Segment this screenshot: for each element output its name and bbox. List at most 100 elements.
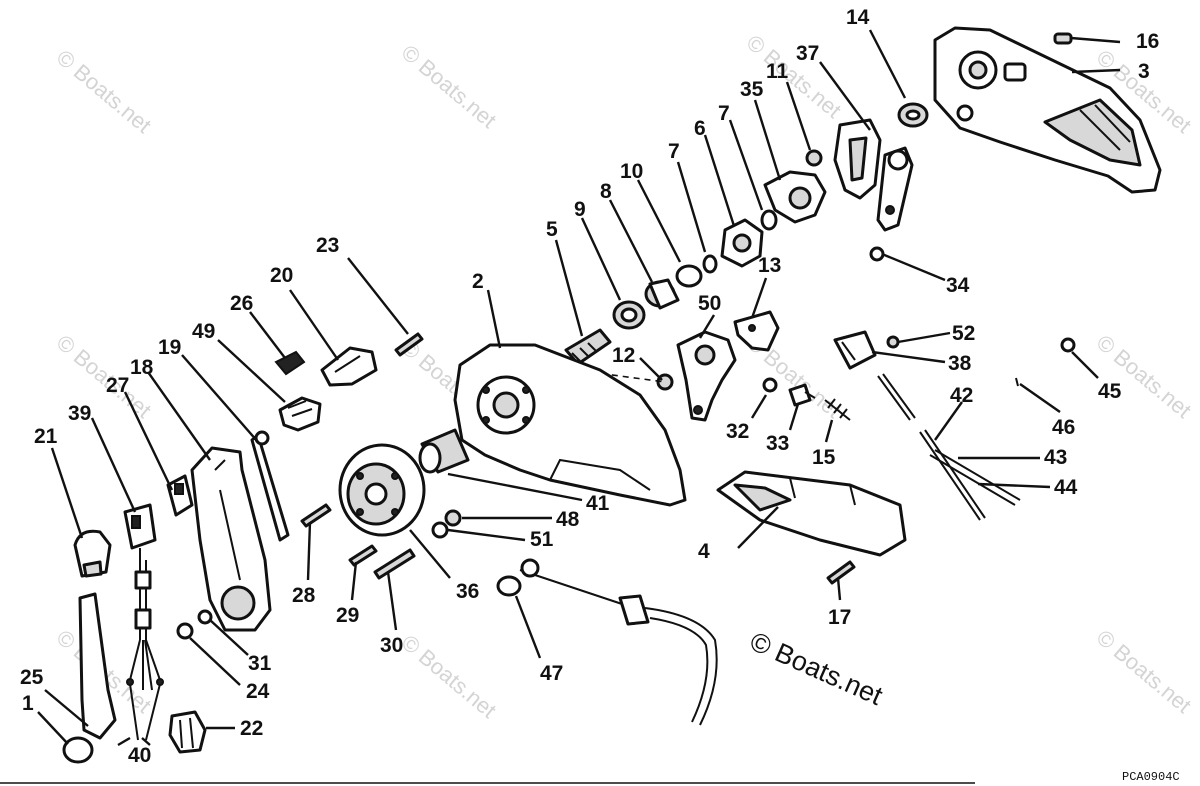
callout-30: 30: [380, 634, 403, 657]
sleeve-41: [418, 428, 470, 474]
screw-23: [394, 332, 424, 357]
callout-14: 14: [846, 6, 870, 29]
screw-30: [373, 548, 416, 580]
callout-12: 12: [612, 344, 635, 367]
callout-37: 37: [796, 42, 819, 65]
callout-38: 38: [948, 352, 972, 375]
gear-hub-6: [720, 218, 764, 268]
callout-25: 25: [20, 666, 44, 689]
rear-cover-housing: [933, 26, 1162, 194]
callout-39: 39: [68, 402, 91, 425]
retaining-ring-7b: [702, 254, 718, 274]
callout-41: 41: [586, 492, 610, 515]
cam-plate-35: [763, 170, 827, 224]
callout-27: 27: [106, 374, 129, 397]
callout-23: 23: [316, 234, 339, 257]
switch-38: [833, 330, 877, 370]
screw-29: [348, 544, 378, 567]
callout-44: 44: [1054, 476, 1078, 499]
watermark-text: © Boats.net: [397, 40, 501, 133]
hub-plate-36: [338, 443, 426, 537]
pin-46: [1015, 377, 1019, 387]
screw-16: [1053, 32, 1121, 45]
callout-22: 22: [240, 717, 263, 740]
callout-5: 5: [546, 218, 558, 241]
nut-11: [805, 149, 823, 167]
callout-42: 42: [950, 384, 973, 407]
callout-32: 32: [726, 420, 749, 443]
shift-cam-50: [676, 330, 737, 422]
rod-19: [250, 430, 290, 542]
callout-10: 10: [620, 160, 643, 183]
watermark-text: © Boats.net: [1092, 625, 1196, 718]
knob-21: [73, 529, 112, 578]
screw-52: [886, 335, 900, 349]
callout-labels: 1 2 3 4 5 6 7 7 8 9 10 11 12 13 14 15 16…: [20, 6, 1159, 767]
callout-46: 46: [1052, 416, 1075, 439]
main-housing-2: [453, 343, 687, 507]
callout-40: 40: [128, 744, 151, 767]
callout-24: 24: [246, 680, 270, 703]
bearing-sleeve-8: [644, 278, 680, 310]
callout-15: 15: [812, 446, 836, 469]
callout-47: 47: [540, 662, 563, 685]
callout-21: 21: [34, 425, 58, 448]
plug-32: [762, 377, 778, 393]
lever-plate-37: [833, 118, 882, 200]
connector-39: [123, 503, 157, 560]
callout-17: 17: [828, 606, 851, 629]
callout-35: 35: [740, 78, 764, 101]
wire-leads: [877, 373, 1021, 521]
washer-51: [431, 521, 449, 539]
tray-4: [716, 470, 907, 557]
callout-33: 33: [766, 432, 789, 455]
callout-19: 19: [158, 336, 181, 359]
screw-17: [826, 560, 856, 585]
callout-26: 26: [230, 292, 253, 315]
callout-7a: 7: [718, 102, 730, 125]
retainer-49: [278, 396, 322, 432]
cable-47: [496, 558, 718, 726]
watermark-text: © Boats.net: [52, 45, 156, 138]
bearing-9: [612, 300, 646, 330]
callout-11: 11: [766, 60, 789, 83]
watermark-text: © Boats.net: [1092, 330, 1196, 423]
callout-13: 13: [758, 254, 781, 277]
callout-36: 36: [456, 580, 479, 603]
washer-31: [197, 609, 213, 625]
callout-18: 18: [130, 356, 154, 379]
callout-1: 1: [22, 692, 34, 715]
callout-20: 20: [270, 264, 293, 287]
sensor-33: [788, 383, 816, 407]
callout-31: 31: [248, 652, 272, 675]
callout-6: 6: [694, 117, 706, 140]
bracket-13: [733, 310, 780, 352]
callout-3: 3: [1138, 60, 1150, 83]
callout-8: 8: [600, 180, 612, 203]
callout-43: 43: [1044, 446, 1067, 469]
callout-34: 34: [946, 274, 970, 297]
callout-48: 48: [556, 508, 580, 531]
callout-7b: 7: [668, 140, 680, 163]
spring-clip-26: [274, 350, 306, 376]
wire-harness-40: [126, 560, 164, 741]
callout-49: 49: [192, 320, 215, 343]
nut-48: [444, 509, 462, 527]
handle-lever-18: [190, 446, 272, 632]
part-drawings: [62, 26, 1162, 764]
callout-9: 9: [574, 198, 586, 221]
washer-10: [675, 264, 703, 288]
callout-28: 28: [292, 584, 316, 607]
screw-28: [300, 503, 332, 528]
bushing-14: [897, 102, 929, 128]
callout-29: 29: [336, 604, 359, 627]
plug-1: [62, 736, 94, 764]
nut-45: [1060, 337, 1076, 353]
callout-16: 16: [1136, 30, 1159, 53]
retaining-ring-7a: [760, 209, 778, 231]
drawing-code: PCA0904C: [1122, 770, 1180, 784]
callout-50: 50: [698, 292, 721, 315]
callout-4: 4: [698, 540, 710, 563]
callout-51: 51: [530, 528, 554, 551]
